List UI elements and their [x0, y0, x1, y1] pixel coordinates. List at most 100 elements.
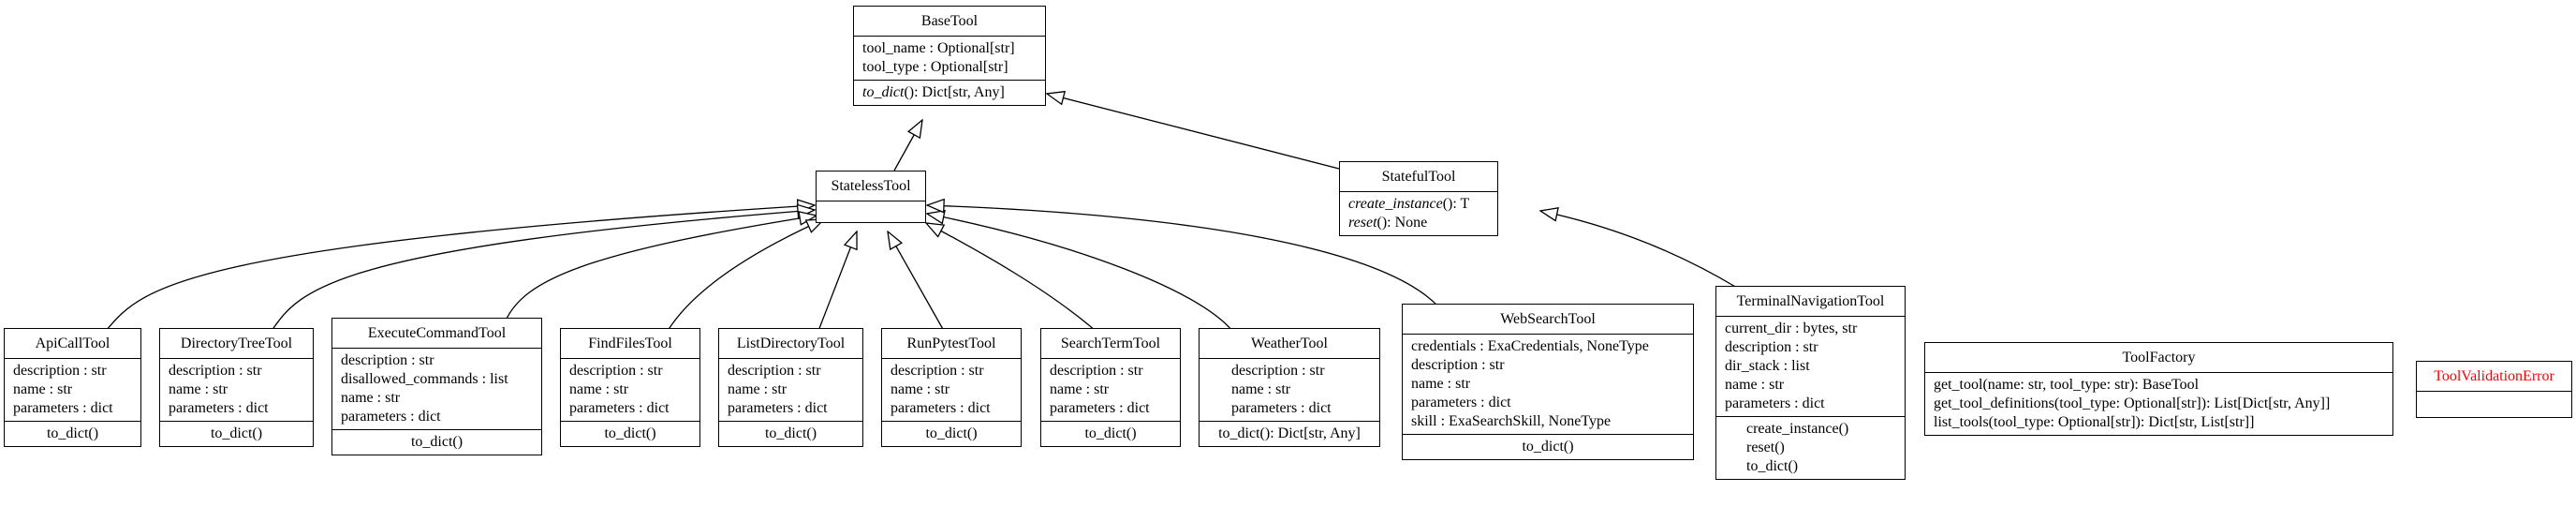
- attribute: name : str: [1231, 381, 1291, 397]
- methods: to_dict(): [1041, 421, 1180, 446]
- class-weather-tool[interactable]: WeatherTool description : str name : str…: [1199, 328, 1380, 447]
- class-name: StatefulTool: [1381, 169, 1456, 185]
- attribute: name : str: [1050, 381, 1110, 397]
- class-name: WeatherTool: [1251, 336, 1328, 351]
- attribute: parameters : dict: [169, 400, 269, 416]
- edge-directory-tree-tool-to-stateless-tool: [271, 210, 815, 332]
- method: to_dict(): [1522, 439, 1574, 455]
- method: to_dict(): [410, 434, 464, 450]
- method: to_dict(): [46, 425, 99, 441]
- attributes: tool_name : Optional[str] tool_type : Op…: [854, 36, 1045, 80]
- edge-terminal-navigation-tool-to-stateful-tool: [1540, 211, 1738, 289]
- method: to_dict(): [1746, 458, 1799, 474]
- method: get_tool_definitions(tool_type: Optional…: [1934, 395, 2331, 411]
- attributes: description : str name : str parameters …: [561, 358, 699, 421]
- class-stateless-tool[interactable]: StatelessTool: [816, 171, 926, 223]
- class-search-term-tool[interactable]: SearchTermTool description : str name : …: [1040, 328, 1181, 447]
- attribute: parameters : dict: [341, 409, 441, 425]
- class-directory-tree-tool[interactable]: DirectoryTreeTool description : str name…: [159, 328, 314, 447]
- class-list-directory-tool[interactable]: ListDirectoryTool description : str name…: [718, 328, 863, 447]
- attribute: description : str: [13, 363, 107, 379]
- class-name: FindFilesTool: [588, 336, 672, 351]
- attributes: [2417, 391, 2571, 417]
- attribute: parameters : dict: [13, 400, 113, 416]
- attribute: name : str: [1411, 376, 1471, 392]
- methods: get_tool(name: str, tool_type: str): Bas…: [1925, 372, 2392, 435]
- attribute: dir_stack : list: [1725, 358, 1810, 374]
- class-name: SearchTermTool: [1060, 336, 1161, 351]
- attribute: description : str: [1050, 363, 1143, 379]
- edge-execute-command-tool-to-stateless-tool: [505, 216, 817, 321]
- attributes: current_dir : bytes, str description : s…: [1716, 316, 1905, 416]
- class-name: StatelessTool: [831, 178, 911, 194]
- method: create_instance(): [1746, 421, 1849, 437]
- class-terminal-navigation-tool[interactable]: TerminalNavigationTool current_dir : byt…: [1715, 286, 1906, 480]
- method: reset(): None: [1348, 215, 1428, 231]
- edge-stateless-tool-to-base-tool: [893, 120, 922, 171]
- method: to_dict(): [764, 425, 817, 441]
- edge-list-directory-tool-to-stateless-tool: [817, 231, 857, 332]
- method: to_dict(): [210, 425, 263, 441]
- method: to_dict(): [604, 425, 656, 441]
- method: to_dict(): Dict[str, Any]: [1218, 425, 1361, 441]
- class-name: ApiCallTool: [35, 336, 110, 351]
- class-name: ToolValidationError: [2434, 368, 2554, 384]
- attribute: description : str: [728, 363, 821, 379]
- attribute: description : str: [1411, 357, 1505, 373]
- attributes: credentials : ExaCredentials, NoneType d…: [1403, 334, 1693, 434]
- edge-run-pytest-tool-to-stateless-tool: [888, 231, 945, 332]
- attributes: description : str name : str parameters …: [1041, 358, 1180, 421]
- class-tool-validation-error[interactable]: ToolValidationError: [2416, 361, 2572, 418]
- methods: create_instance() reset() to_dict(): [1716, 416, 1905, 479]
- methods: to_dict(): [332, 429, 541, 455]
- attributes: [817, 201, 925, 222]
- methods: to_dict(): [882, 421, 1021, 446]
- class-name: TerminalNavigationTool: [1736, 293, 1885, 309]
- attributes: description : str disallowed_commands : …: [332, 348, 541, 429]
- method: to_dict(): [1084, 425, 1137, 441]
- method: create_instance(): T: [1348, 196, 1470, 212]
- attributes: description : str name : str parameters …: [5, 358, 140, 421]
- edge-search-term-tool-to-stateless-tool: [926, 223, 1097, 332]
- class-web-search-tool[interactable]: WebSearchTool credentials : ExaCredentia…: [1402, 304, 1694, 460]
- method: list_tools(tool_type: Optional[str]): Di…: [1934, 414, 2255, 430]
- class-run-pytest-tool[interactable]: RunPytestTool description : str name : s…: [881, 328, 1022, 447]
- edge-api-call-tool-to-stateless-tool: [105, 205, 815, 332]
- edge-weather-tool-to-stateless-tool: [927, 214, 1233, 332]
- attribute: description : str: [569, 363, 663, 379]
- method: reset(): [1746, 440, 1785, 455]
- attribute: tool_type : Optional[str]: [862, 59, 1008, 75]
- methods: to_dict(): [160, 421, 313, 446]
- attribute: parameters : dict: [569, 400, 670, 416]
- attribute: parameters : dict: [1231, 400, 1332, 416]
- methods: to_dict(): [1403, 434, 1693, 459]
- methods: to_dict(): [561, 421, 699, 446]
- class-execute-command-tool[interactable]: ExecuteCommandTool description : str dis…: [331, 318, 542, 455]
- attribute: disallowed_commands : list: [341, 371, 508, 387]
- class-base-tool[interactable]: BaseTool tool_name : Optional[str] tool_…: [853, 6, 1046, 106]
- attribute: parameters : dict: [1050, 400, 1150, 416]
- attribute: name : str: [341, 390, 401, 406]
- attribute: description : str: [1725, 339, 1818, 355]
- method: to_dict(): Dict[str, Any]: [862, 84, 1005, 100]
- attribute: name : str: [891, 381, 950, 397]
- class-name: RunPytestTool: [906, 336, 996, 351]
- method: get_tool(name: str, tool_type: str): Bas…: [1934, 377, 2200, 393]
- methods: to_dict(): [5, 421, 140, 446]
- class-find-files-tool[interactable]: FindFilesTool description : str name : s…: [560, 328, 700, 447]
- attribute: name : str: [569, 381, 629, 397]
- methods: to_dict(): [719, 421, 862, 446]
- edge-stateful-tool-to-base-tool: [1047, 94, 1340, 170]
- attributes: description : str name : str parameters …: [719, 358, 862, 421]
- class-name: ExecuteCommandTool: [367, 325, 507, 341]
- class-name: ListDirectoryTool: [736, 336, 846, 351]
- class-stateful-tool[interactable]: StatefulTool create_instance(): T reset(…: [1339, 161, 1498, 236]
- attributes: description : str name : str parameters …: [882, 358, 1021, 421]
- class-tool-factory[interactable]: ToolFactory get_tool(name: str, tool_typ…: [1924, 342, 2393, 436]
- attributes: description : str name : str parameters …: [160, 358, 313, 421]
- attribute: description : str: [169, 363, 262, 379]
- class-api-call-tool[interactable]: ApiCallTool description : str name : str…: [4, 328, 141, 447]
- attribute: description : str: [341, 352, 434, 368]
- attribute: name : str: [1725, 377, 1785, 393]
